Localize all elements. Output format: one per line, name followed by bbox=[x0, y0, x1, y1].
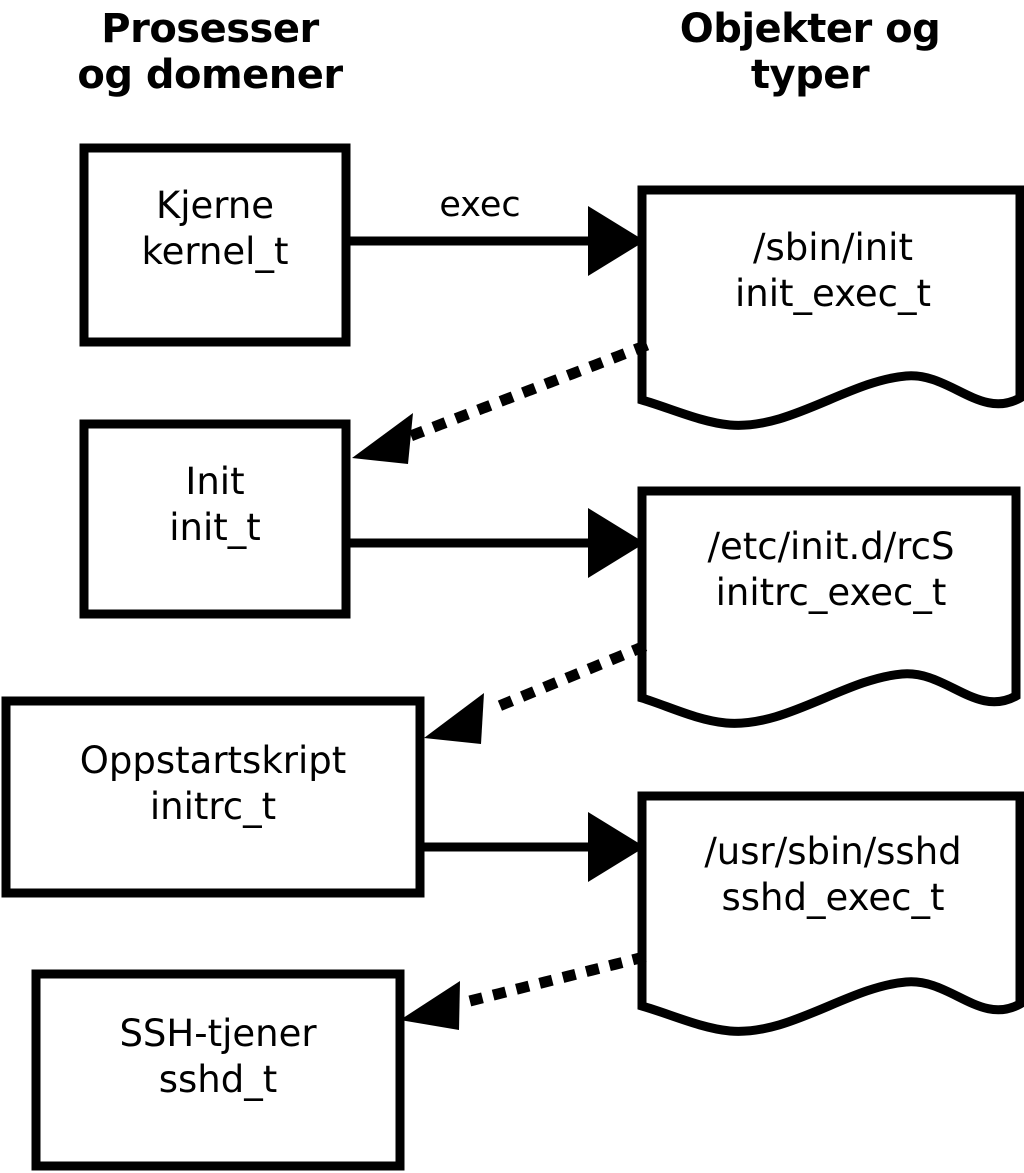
process-node-initrc[interactable] bbox=[1, 696, 425, 898]
arrowhead-dotted bbox=[352, 413, 413, 464]
edge-init-to-initrc-exec bbox=[346, 508, 645, 578]
object-node-initrc-exec[interactable] bbox=[637, 486, 1021, 728]
edge-initrc-to-sshd-exec bbox=[420, 812, 645, 882]
arrowhead-solid bbox=[588, 508, 645, 578]
object-node-sshd-exec[interactable] bbox=[637, 791, 1024, 1036]
process-node-init[interactable] bbox=[79, 419, 351, 619]
edge-initrc-exec-to-initrc bbox=[424, 640, 648, 744]
process-node-sshd[interactable] bbox=[31, 969, 405, 1171]
arrowhead-dotted bbox=[400, 981, 460, 1030]
edge-kernel-to-init-exec bbox=[346, 206, 645, 276]
column-header-objects: Objekter og typer bbox=[679, 6, 941, 98]
arrowhead-dotted bbox=[424, 693, 484, 744]
edge-label-exec: exec bbox=[439, 185, 521, 225]
process-node-kernel[interactable] bbox=[79, 143, 351, 347]
column-header-processes: Prosesser og domener bbox=[77, 6, 343, 98]
edge-init-exec-to-init bbox=[352, 339, 650, 464]
arrowhead-solid bbox=[588, 812, 645, 882]
edge-sshd-exec-to-sshd bbox=[400, 951, 647, 1030]
arrowhead-solid bbox=[588, 206, 645, 276]
object-node-init-exec[interactable] bbox=[637, 185, 1024, 430]
